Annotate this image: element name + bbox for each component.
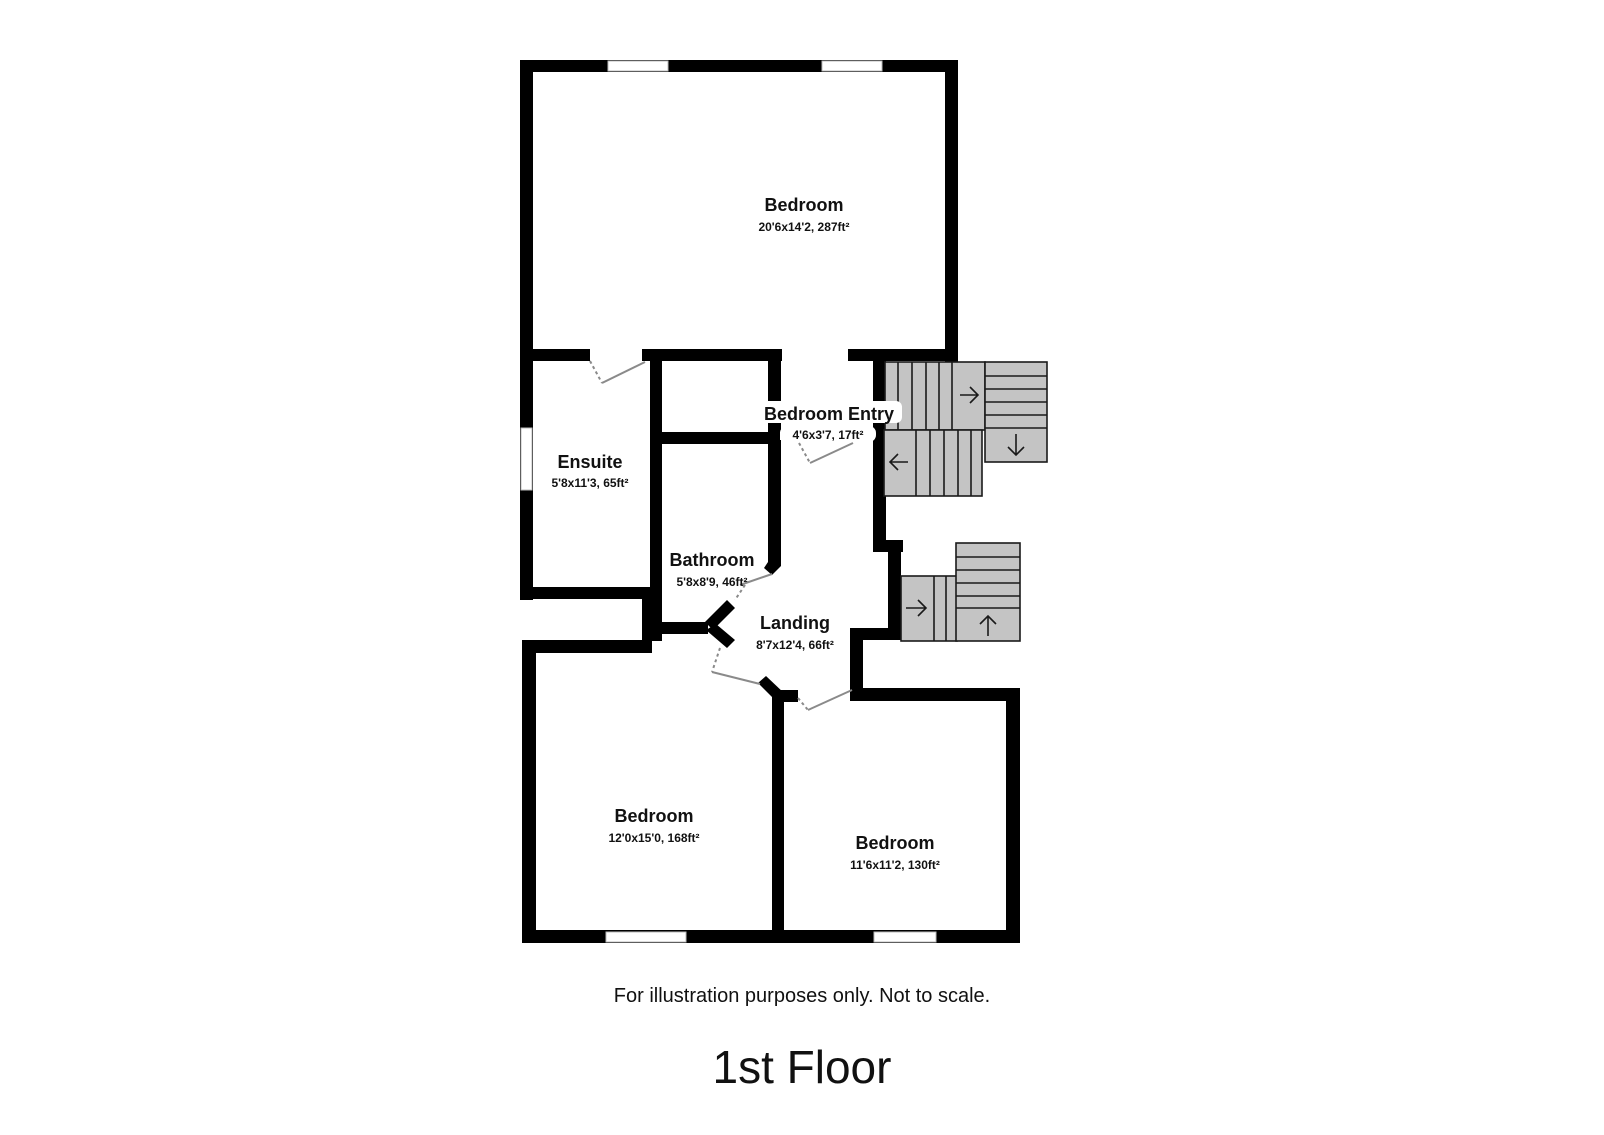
room-dimensions: 5'8x11'3, 65ft² [551, 476, 628, 490]
room-ensuite: Ensuite 5'8x11'3, 65ft² [551, 452, 628, 490]
window-bedroom-3 [873, 931, 937, 943]
opening-bedroom-entry [782, 350, 848, 354]
arrow-up-icon [979, 614, 997, 636]
room-dimensions: 11'6x11'2, 130ft² [850, 858, 940, 872]
room-name: Landing [760, 613, 830, 633]
door-bedroom-3[interactable] [797, 689, 853, 711]
door-bedroom-2[interactable] [711, 647, 761, 685]
room-name: Bathroom [670, 550, 755, 570]
room-dimensions: 12'0x15'0, 168ft² [608, 831, 699, 845]
stairs-lower[interactable] [900, 542, 1021, 642]
window-ensuite [520, 427, 533, 491]
door-ensuite[interactable] [589, 360, 646, 384]
room-dimensions: 20'6x14'2, 287ft² [758, 220, 849, 234]
door-bedroom-entry[interactable] [798, 442, 854, 464]
arrow-right-icon [906, 599, 928, 617]
arrow-right-icon [960, 386, 980, 404]
room-name: Bedroom Entry [764, 404, 894, 424]
window-master-left [607, 60, 669, 72]
arrow-left-icon [888, 453, 908, 471]
room-name: Bedroom [614, 806, 693, 826]
room-dimensions: 8'7x12'4, 66ft² [756, 638, 834, 652]
window-master-right [821, 60, 883, 72]
room-dimensions: 5'8x8'9, 46ft² [676, 575, 747, 589]
room-dimensions: 4'6x3'7, 17ft² [792, 428, 863, 442]
door-bathroom[interactable] [734, 573, 773, 601]
room-bedroom-entry: Bedroom Entry 4'6x3'7, 17ft² [756, 401, 902, 442]
room-landing: Landing 8'7x12'4, 66ft² [756, 613, 834, 652]
room-name: Bedroom [855, 833, 934, 853]
walls [520, 60, 1020, 943]
arrow-down-icon [1007, 434, 1025, 457]
room-name: Ensuite [557, 452, 622, 472]
windows [520, 60, 937, 943]
stairs-upper[interactable] [883, 361, 1048, 497]
doors [589, 360, 854, 711]
room-bedroom-master: Bedroom 20'6x14'2, 287ft² [758, 195, 849, 234]
floor-title: 1st Floor [712, 1041, 892, 1093]
window-bedroom-2 [605, 931, 687, 943]
room-bedroom-2: Bedroom 12'0x15'0, 168ft² [608, 806, 699, 845]
room-bedroom-3: Bedroom 11'6x11'2, 130ft² [850, 833, 940, 872]
room-bathroom: Bathroom 5'8x8'9, 46ft² [670, 550, 755, 589]
room-name: Bedroom [764, 195, 843, 215]
disclaimer-text: For illustration purposes only. Not to s… [613, 985, 991, 1007]
